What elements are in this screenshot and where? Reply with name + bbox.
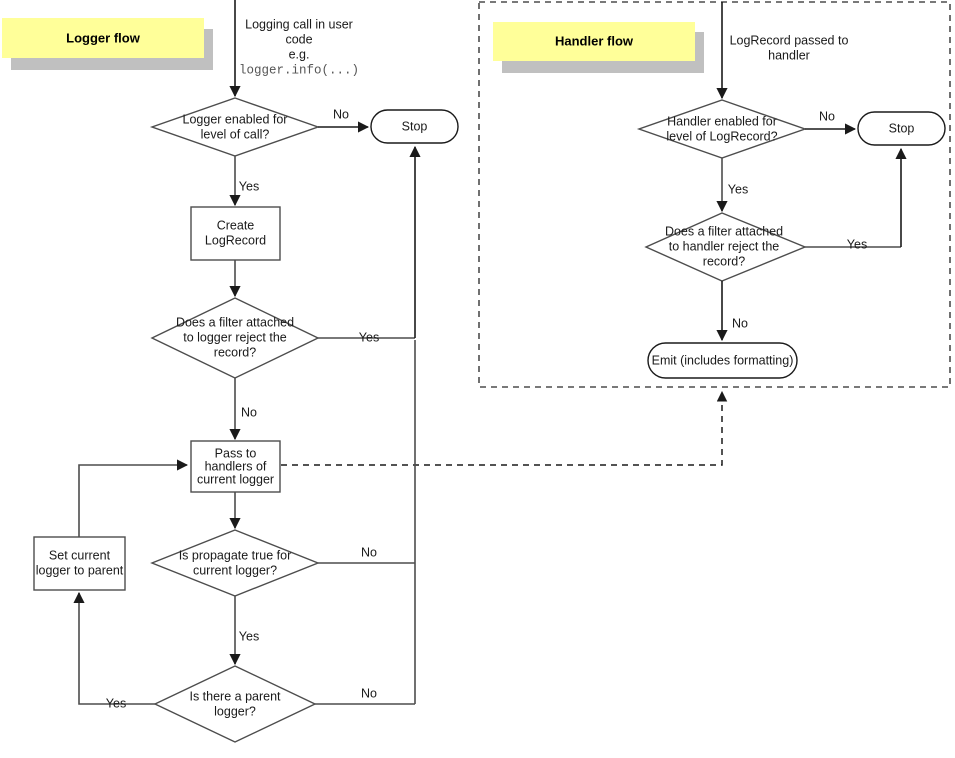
edge-label-has-parent-no: No (361, 686, 377, 700)
node-set-current-logger[interactable]: Set current logger to parent (33, 536, 126, 591)
edge-label-has-parent-yes: Yes (106, 696, 126, 710)
node-handler-filter[interactable]: Does a filter attached to handler reject… (644, 212, 807, 282)
node-is-propagate-line2: current logger? (193, 563, 277, 577)
logger-flow-title-box (2, 18, 204, 58)
node-create-logrecord-line1: Create (217, 218, 255, 232)
edge-label-is-propagate-yes: Yes (239, 629, 259, 643)
edge-label-handler-filter-yes: Yes (847, 237, 867, 251)
node-emit-label: Emit (includes formatting) (652, 353, 794, 367)
handler-flow-title: Handler flow (493, 22, 704, 73)
node-handler-stop[interactable]: Stop (857, 111, 946, 146)
edge-label-logger-enabled-no: No (333, 107, 349, 121)
node-pass-to-handlers-line3: current logger (197, 472, 274, 486)
node-set-current-logger-line2: logger to parent (36, 563, 124, 577)
node-logger-stop[interactable]: Stop (370, 109, 459, 144)
node-pass-to-handlers[interactable]: Pass to handlers of current logger (190, 440, 281, 493)
node-logger-stop-shape[interactable] (370, 109, 459, 144)
node-has-parent-line1: Is there a parent (189, 689, 281, 703)
logger-flow-title: Logger flow (2, 18, 213, 70)
logger-entry-caption-line3: e.g. (289, 47, 310, 61)
edge-label-logger-enabled-yes: Yes (239, 179, 259, 193)
node-set-current-logger-shape[interactable] (33, 536, 126, 591)
node-logger-filter-line1: Does a filter attached (176, 315, 294, 329)
handler-entry-caption: LogRecord passed to handler (730, 33, 849, 62)
node-logger-enabled[interactable]: Logger enabled for level of call? (149, 97, 321, 157)
node-pass-to-handlers-shape[interactable] (190, 440, 281, 493)
node-logger-enabled-line1: Logger enabled for (183, 112, 288, 126)
edge-label-logger-filter-yes: Yes (359, 330, 379, 344)
node-set-current-logger-line1: Set current (49, 548, 111, 562)
node-handler-stop-label: Stop (889, 121, 915, 135)
handler-flow-title-box (493, 22, 695, 61)
edge-set-logger-back-to-pass (78, 459, 189, 537)
node-handler-enabled-line2: level of LogRecord? (666, 129, 777, 143)
node-has-parent[interactable]: Is there a parent logger? (153, 665, 317, 743)
node-create-logrecord[interactable]: Create LogRecord (190, 206, 281, 261)
node-logger-filter-line2: to logger reject the (183, 330, 287, 344)
node-has-parent-line2: logger? (214, 704, 256, 718)
node-handler-filter-line3: record? (703, 254, 745, 268)
node-is-propagate-line1: Is propagate true for (179, 548, 292, 562)
logger-entry-caption-line2: code (285, 32, 312, 46)
node-emit-shape[interactable] (647, 342, 798, 379)
node-pass-to-handlers-line2: handlers of (205, 459, 267, 473)
node-logger-filter[interactable]: Does a filter attached to logger reject … (150, 297, 320, 379)
node-logger-enabled-line2: level of call? (201, 127, 270, 141)
edge-label-handler-enabled-no: No (819, 109, 835, 123)
node-handler-filter-line2: to handler reject the (669, 239, 780, 253)
edge-label-handler-filter-no: No (732, 316, 748, 330)
node-handler-enabled[interactable]: Handler enabled for level of LogRecord? (636, 99, 808, 159)
node-has-parent-shape[interactable] (153, 665, 317, 743)
logger-entry-caption-code: logger.info(...) (239, 63, 359, 77)
handler-entry-caption-line1: LogRecord passed to (730, 33, 849, 47)
logger-entry-caption: Logging call in user code e.g. logger.in… (239, 17, 359, 77)
node-handler-stop-shape[interactable] (857, 111, 946, 146)
handler-entry-caption-line2: handler (768, 48, 810, 62)
handler-flow-title-label: Handler flow (555, 33, 634, 48)
edge-has-parent-yes (73, 591, 155, 705)
edge-pass-to-handler-flow (281, 390, 728, 466)
node-pass-to-handlers-line1: Pass to (215, 446, 257, 460)
edge-label-handler-enabled-yes: Yes (728, 182, 748, 196)
node-create-logrecord-line2: LogRecord (205, 233, 266, 247)
node-is-propagate[interactable]: Is propagate true for current logger? (150, 529, 320, 597)
edge-label-logger-filter-no: No (241, 405, 257, 419)
node-handler-enabled-line1: Handler enabled for (667, 114, 777, 128)
logger-flow-title-label: Logger flow (66, 30, 141, 45)
node-handler-filter-line1: Does a filter attached (665, 224, 783, 238)
edge-label-is-propagate-no: No (361, 545, 377, 559)
handler-flow-group-border (478, 1, 951, 388)
node-emit[interactable]: Emit (includes formatting) (647, 342, 798, 379)
node-logger-stop-label: Stop (402, 119, 428, 133)
node-logger-filter-line3: record? (214, 345, 256, 359)
logger-entry-caption-line1: Logging call in user (245, 17, 353, 31)
